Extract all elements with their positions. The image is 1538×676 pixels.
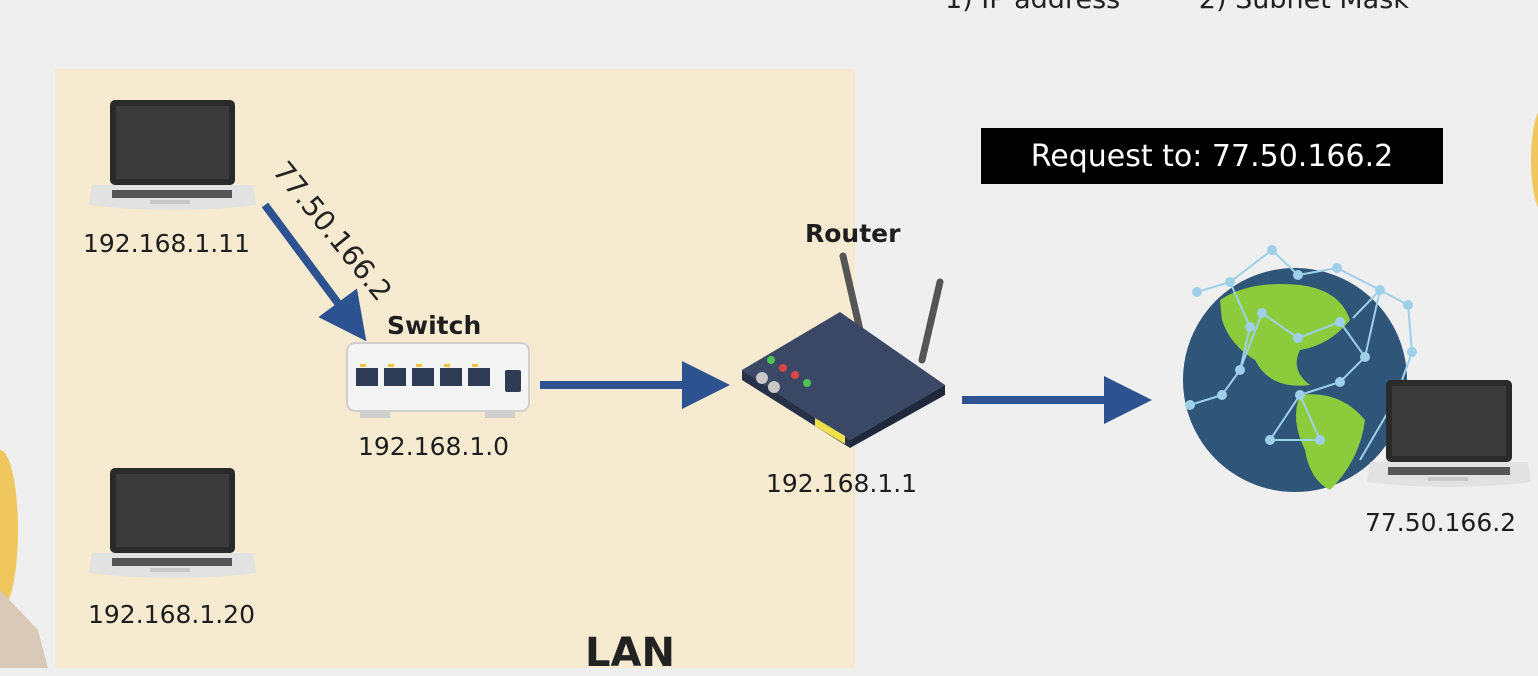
laptop2-ip-label: 192.168.1.20 [88, 600, 255, 629]
arrow-laptop-to-switch [261, 202, 367, 342]
request-banner: Request to: 77.50.166.2 [981, 128, 1443, 184]
router-ip-label: 192.168.1.1 [766, 469, 918, 498]
switch-ip-label: 192.168.1.0 [358, 432, 510, 461]
decor-beige-left [0, 590, 48, 668]
switch-name-label: Switch [387, 311, 482, 340]
lan-label: LAN [585, 630, 675, 676]
top-legend: 1) IP address 2) Subnet Mask [945, 0, 1479, 15]
decor-yellow-left [0, 450, 18, 610]
globe-icon [1183, 245, 1417, 492]
remote-host-ip-label: 77.50.166.2 [1365, 508, 1517, 537]
laptop-icon [1367, 380, 1531, 487]
router-name-label: Router [805, 219, 901, 248]
legend-ip-address: 1) IP address [945, 0, 1120, 15]
laptop1-ip-label: 192.168.1.11 [83, 229, 250, 258]
switch-icon [346, 342, 530, 418]
laptop-icon [89, 468, 256, 578]
laptop-icon [89, 100, 256, 210]
legend-subnet-mask: 2) Subnet Mask [1199, 0, 1409, 15]
decor-yellow-right [1531, 112, 1538, 208]
router-icon [742, 252, 945, 448]
